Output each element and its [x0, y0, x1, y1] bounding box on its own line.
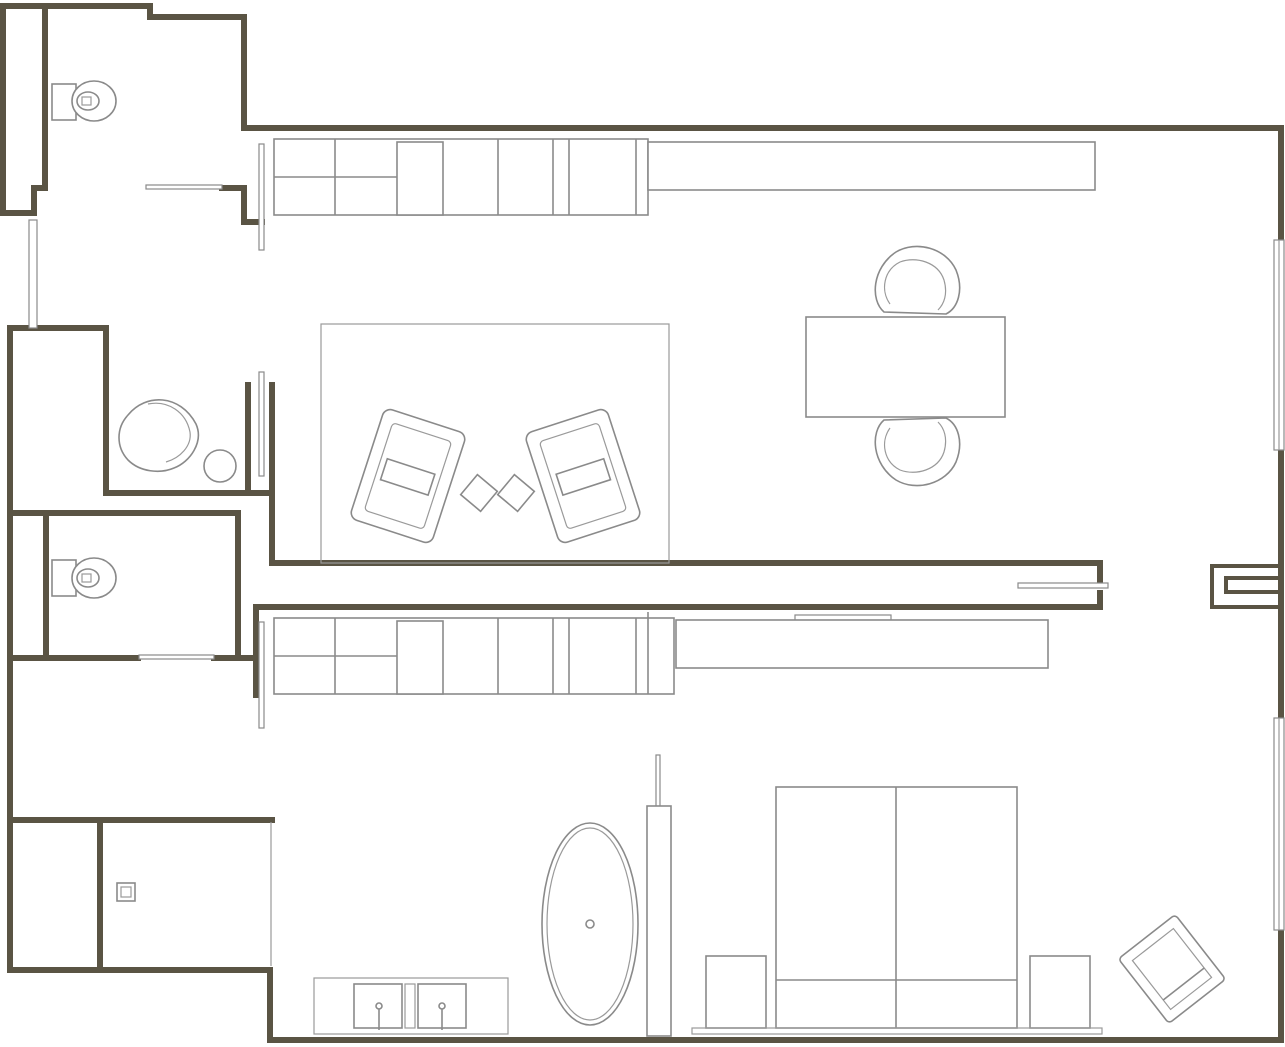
shower: [116, 822, 272, 966]
side-tables: [459, 473, 536, 513]
armchair-left: [350, 408, 466, 544]
dining-set: [805, 245, 1006, 487]
toilet-upper: [51, 80, 117, 122]
lounge-chair: [118, 399, 237, 483]
upper-shelving: [273, 138, 1096, 216]
rug: [320, 323, 670, 564]
bedroom-armchair: [1119, 915, 1225, 1023]
partition-wall: [646, 805, 672, 1037]
toilet-middle: [51, 557, 117, 599]
lower-shelving: [273, 612, 1049, 695]
bathtub: [541, 822, 639, 1026]
windows: [28, 219, 1285, 931]
bed: [691, 786, 1103, 1035]
walls: [0, 3, 1284, 1043]
armchair-right: [525, 408, 641, 544]
vanity: [313, 977, 509, 1035]
